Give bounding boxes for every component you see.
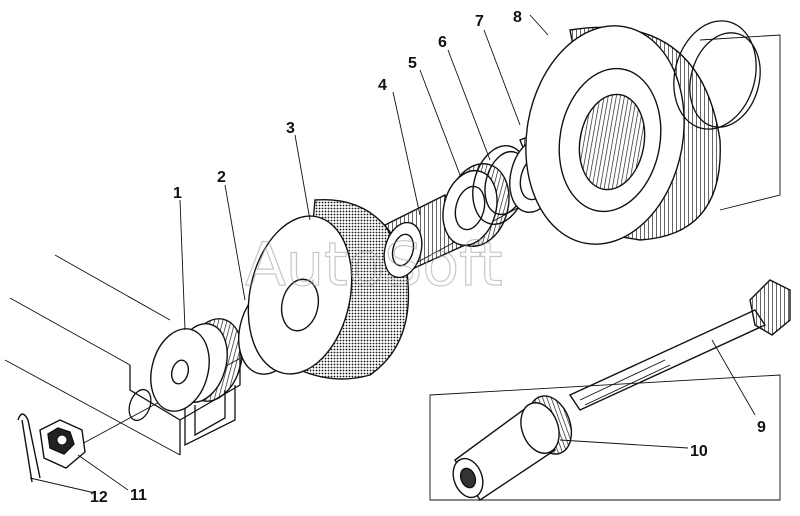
part-washer <box>150 318 243 412</box>
callout-6: 6 <box>438 34 447 51</box>
mounting-plate <box>4 254 241 456</box>
part-wheel-housing <box>525 20 781 245</box>
callout-4: 4 <box>378 77 387 94</box>
callout-7: 7 <box>475 13 484 30</box>
callout-8: 8 <box>513 9 522 26</box>
leader-lines <box>29 14 756 494</box>
callout-9: 9 <box>757 419 766 436</box>
callout-11: 11 <box>130 487 147 504</box>
part-bushing-sleeve <box>429 374 781 501</box>
callout-12: 12 <box>90 489 108 506</box>
callout-3: 3 <box>286 120 295 137</box>
part-bolt <box>568 279 791 411</box>
callout-2: 2 <box>217 169 226 186</box>
part-bearing <box>442 162 510 248</box>
callout-10: 10 <box>690 443 708 460</box>
callout-1: 1 <box>173 185 182 202</box>
callout-labels: 1 2 3 4 5 6 7 8 9 10 11 12 <box>90 9 766 506</box>
part-cotter-pin <box>17 413 41 483</box>
callout-5: 5 <box>408 55 417 72</box>
part-rubber-bushing <box>247 198 410 380</box>
part-castle-nut <box>39 419 86 469</box>
watermark: AutoSoft <box>245 230 503 300</box>
